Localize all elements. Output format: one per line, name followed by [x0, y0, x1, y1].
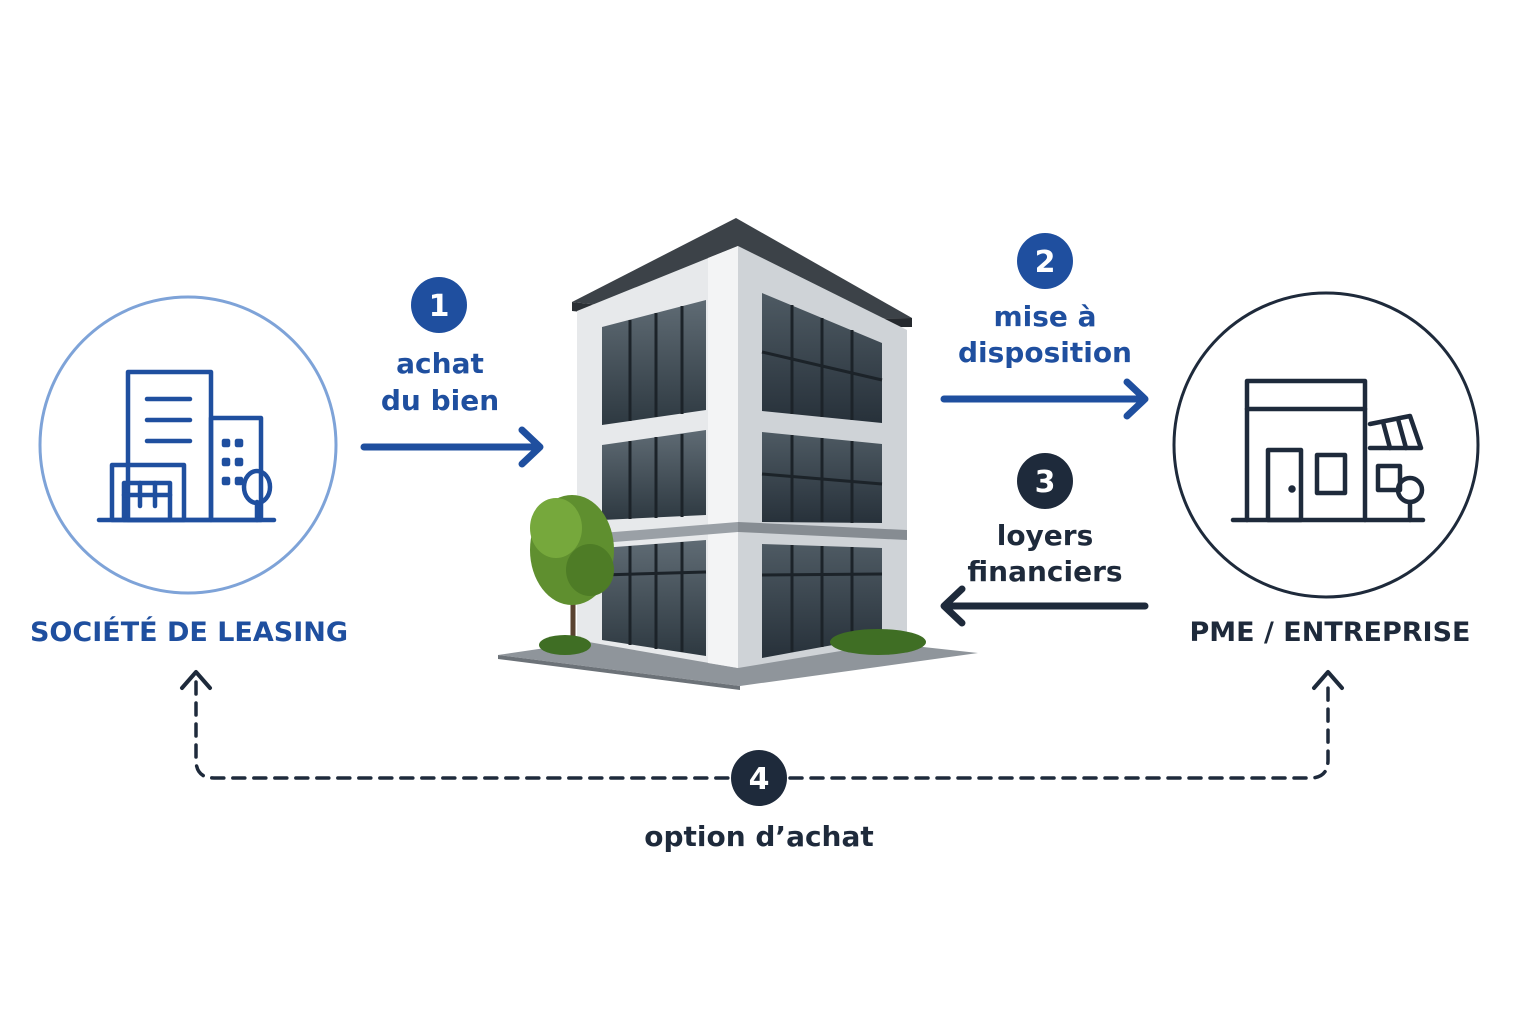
step-4-dashed-line-right	[788, 680, 1330, 780]
sme-company-node: PME / ENTREPRISE	[1172, 291, 1480, 648]
step-4-arrowhead-right	[1312, 670, 1344, 690]
step-2-label-line2: disposition	[958, 336, 1132, 369]
step-1-label-line1: achat	[396, 347, 484, 380]
step-4-label: option d’achat	[644, 820, 874, 853]
leasing-company-label: SOCIÉTÉ DE LEASING	[30, 616, 348, 648]
leasing-company-circle	[38, 295, 338, 595]
step-1-arrow	[360, 426, 544, 468]
step-3-badge	[1017, 453, 1073, 509]
storefront-icon	[1230, 378, 1426, 523]
step-3-label-line2: financiers	[967, 555, 1122, 588]
step-3-arrow	[940, 585, 1149, 627]
step-4: 4 option d’achat	[180, 670, 1344, 853]
office-building-icon	[498, 218, 978, 690]
step-2-label-line1: mise à	[993, 300, 1096, 333]
leasing-company-node: SOCIÉTÉ DE LEASING	[30, 295, 348, 648]
sme-company-label: PME / ENTREPRISE	[1190, 617, 1471, 648]
step-1-label-line2: du bien	[381, 384, 499, 417]
step-3-label-line1: loyers	[997, 519, 1094, 552]
step-2-arrow	[940, 378, 1149, 420]
step-2-number: 2	[1035, 245, 1056, 280]
leasing-company-building-icon	[96, 369, 277, 523]
step-4-arrowhead-left	[180, 670, 212, 690]
step-3-number: 3	[1035, 465, 1056, 500]
step-4-badge	[731, 750, 787, 806]
step-1-badge	[411, 277, 467, 333]
step-4-number: 4	[749, 762, 770, 797]
sme-company-circle	[1172, 291, 1480, 599]
step-1: 1 achat du bien	[360, 277, 544, 468]
step-2: 2 mise à disposition	[940, 233, 1149, 420]
step-4-dashed-line-left	[194, 680, 734, 780]
step-1-number: 1	[429, 289, 450, 324]
step-3: 3 loyers financiers	[940, 453, 1149, 627]
step-2-badge	[1017, 233, 1073, 289]
